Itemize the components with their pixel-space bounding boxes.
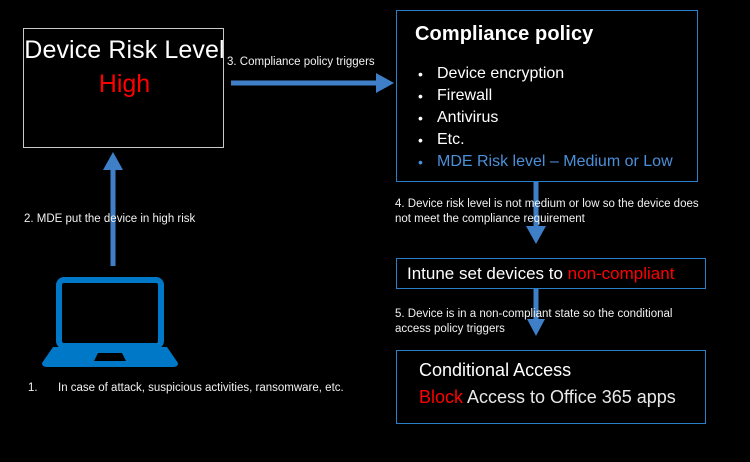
compliance-item-label: Antivirus bbox=[437, 109, 499, 126]
caption-step-1: 1. In case of attack, suspicious activiti… bbox=[28, 381, 388, 396]
arrow-right-risk-to-compliance bbox=[231, 73, 394, 93]
list-item: Etc. bbox=[413, 129, 673, 151]
conditional-access-action-rest: Access to Office 365 apps bbox=[463, 387, 676, 407]
device-risk-level-box: Device Risk Level High bbox=[23, 28, 225, 148]
list-item: Device encryption bbox=[413, 63, 673, 85]
conditional-access-action: Block Access to Office 365 apps bbox=[419, 384, 676, 410]
compliance-policy-list: Device encryption Firewall Antivirus Etc… bbox=[413, 63, 673, 173]
arrow-down-intune-to-conditional-access bbox=[527, 287, 545, 336]
compliance-item-label-highlighted: MDE Risk level – Medium or Low bbox=[437, 153, 673, 170]
compliance-policy-box: Compliance policy Device encryption Fire… bbox=[396, 10, 698, 182]
caption-step-1-text: In case of attack, suspicious activities… bbox=[58, 382, 344, 394]
caption-step-3: 3. Compliance policy triggers bbox=[227, 56, 375, 68]
device-risk-level-value: High bbox=[98, 70, 151, 98]
arrow-down-compliance-to-intune bbox=[526, 180, 546, 244]
intune-status-prefix: Intune set devices to bbox=[407, 264, 568, 283]
intune-status-text: Intune set devices to non-compliant bbox=[407, 262, 674, 286]
list-item: MDE Risk level – Medium or Low bbox=[413, 151, 673, 173]
intune-status-box: Intune set devices to non-compliant bbox=[396, 258, 706, 289]
caption-step-4: 4. Device risk level is not medium or lo… bbox=[395, 198, 699, 225]
conditional-access-title: Conditional Access bbox=[419, 360, 572, 380]
compliance-item-label: Etc. bbox=[437, 131, 465, 148]
caption-step-5: 5. Device is in a non-compliant state so… bbox=[395, 308, 673, 335]
caption-step-1-number: 1. bbox=[28, 382, 38, 394]
arrow-up-laptop-to-device-risk bbox=[103, 152, 123, 266]
laptop-icon bbox=[42, 277, 178, 367]
caption-step-2: 2. MDE put the device in high risk bbox=[24, 213, 196, 225]
conditional-access-box: Conditional Access Block Access to Offic… bbox=[396, 350, 706, 424]
conditional-access-block-keyword: Block bbox=[419, 387, 464, 407]
list-item: Antivirus bbox=[413, 107, 673, 129]
compliance-policy-title: Compliance policy bbox=[415, 23, 594, 45]
compliance-item-label: Firewall bbox=[437, 87, 493, 104]
list-item: Firewall bbox=[413, 85, 673, 107]
intune-status-badge: non-compliant bbox=[567, 264, 675, 283]
compliance-item-label: Device encryption bbox=[437, 65, 565, 82]
device-risk-level-title: Device Risk Level bbox=[24, 36, 225, 64]
